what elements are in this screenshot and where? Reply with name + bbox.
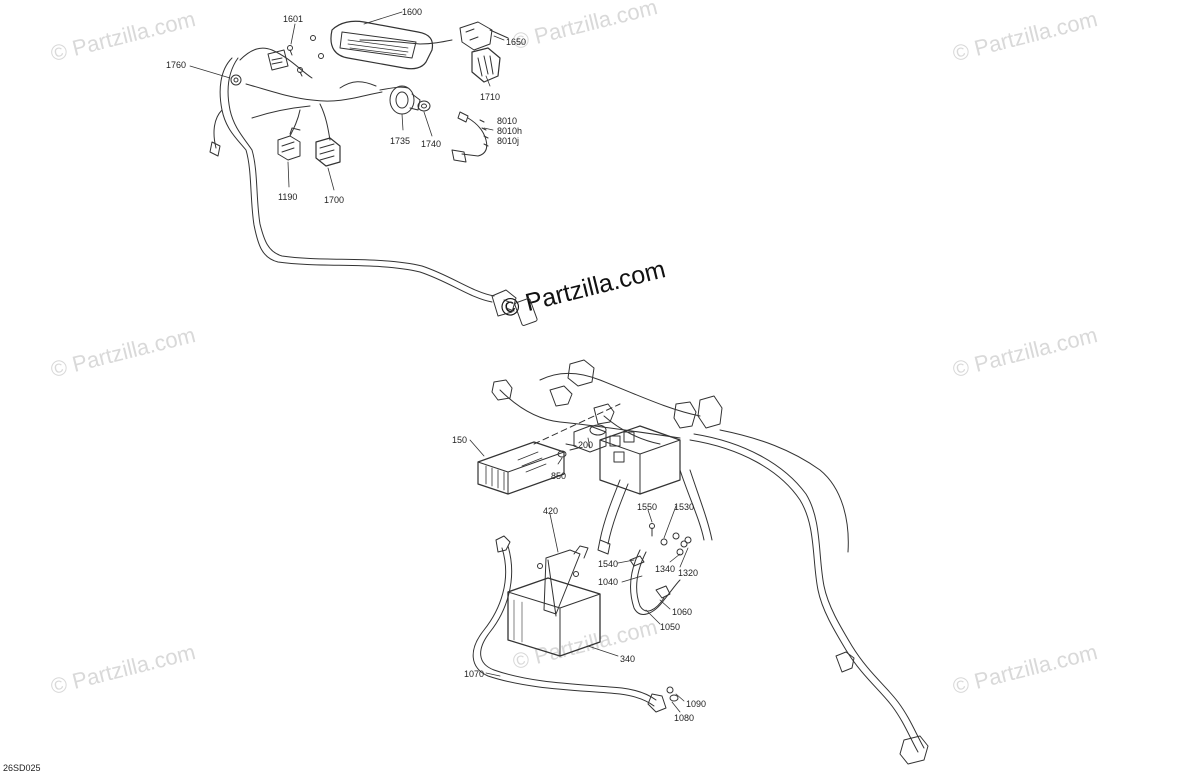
lower-harness <box>491 359 929 765</box>
callout-label: 1700 <box>324 195 345 205</box>
connector-1650 <box>459 21 509 51</box>
callout-label: 1600 <box>402 7 423 17</box>
callout-label: 1040 <box>598 577 619 587</box>
callout-label: 8010h <box>497 126 523 136</box>
screws-1601 <box>287 35 324 77</box>
strap-420 <box>537 545 589 617</box>
nut-850 <box>557 450 567 458</box>
leader-lines <box>189 11 689 713</box>
regulator-150 <box>477 441 565 495</box>
bracket <box>267 49 289 71</box>
callout-label: 150 <box>452 435 468 445</box>
callout-label: 1530 <box>674 502 695 512</box>
callout-label: 340 <box>620 654 636 664</box>
callout-label: 1740 <box>421 139 442 149</box>
callout-label: 1650 <box>506 37 527 47</box>
cable-8010 <box>451 111 489 163</box>
cable-1070 <box>472 535 667 713</box>
grommet-1760 <box>230 74 242 86</box>
relay-200 <box>565 424 607 453</box>
callout-label: 1050 <box>660 622 681 632</box>
callout-label: 420 <box>543 506 559 516</box>
leader-dashed <box>533 403 621 445</box>
callout-label: 200 <box>578 440 594 450</box>
callout-label: 1710 <box>480 92 501 102</box>
callout-label: 8010j <box>497 136 520 146</box>
callout-label: 8010 <box>497 116 518 126</box>
callout-label: 1340 <box>655 564 676 574</box>
callout-label: 1190 <box>278 192 298 202</box>
callout-label: 850 <box>551 471 567 481</box>
connector-1700 <box>315 137 341 167</box>
callout-label: 1760 <box>166 60 187 70</box>
nut-1740 <box>417 100 431 112</box>
upper-harness <box>209 39 538 326</box>
diagram-code: 26SD025 <box>3 763 41 773</box>
callout-label: 1070 <box>464 669 485 679</box>
switch-1735 <box>389 85 421 115</box>
callout-label: 1540 <box>598 559 619 569</box>
fasteners <box>629 523 692 567</box>
cable-1040 <box>630 549 681 615</box>
callout-label: 1320 <box>678 568 699 578</box>
connector-1190 <box>277 127 301 161</box>
connector-1710 <box>471 47 501 83</box>
display-gauge <box>330 20 434 70</box>
fuse-box <box>599 425 681 495</box>
callout-label: 1080 <box>674 713 695 723</box>
callout-label: 1735 <box>390 136 411 146</box>
callout-label: 1060 <box>672 607 693 617</box>
bolts-1080-1090 <box>666 686 679 702</box>
callout-label: 1550 <box>637 502 658 512</box>
callout-label: 1601 <box>283 14 304 24</box>
battery-340 <box>507 577 601 657</box>
callout-label: 1090 <box>686 699 707 709</box>
